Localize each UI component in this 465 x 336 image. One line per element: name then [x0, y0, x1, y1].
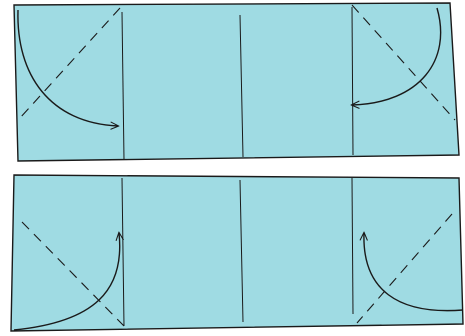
bottom-right-diagonal-crease — [356, 213, 453, 324]
top-fold-line-left — [121, 11, 125, 161]
top-paper-sheet — [13, 2, 460, 162]
bottom-left-fold-arrow — [13, 233, 120, 331]
top-right-fold-arrow — [352, 7, 442, 105]
bottom-fold-line-right — [351, 177, 354, 315]
top-panel — [13, 2, 460, 162]
top-left-fold-arrow — [17, 9, 118, 126]
top-right-diagonal-crease — [351, 4, 456, 121]
bottom-paper-sheet — [10, 174, 464, 332]
bottom-right-fold-arrow — [364, 233, 464, 312]
top-fold-line-center — [239, 14, 244, 158]
bottom-fold-line-center — [239, 179, 244, 323]
top-left-diagonal-crease — [19, 7, 121, 119]
bottom-fold-line-left — [121, 177, 125, 327]
bottom-left-diagonal-crease — [21, 221, 125, 327]
bottom-panel — [10, 174, 464, 332]
top-fold-line-right — [351, 6, 354, 156]
